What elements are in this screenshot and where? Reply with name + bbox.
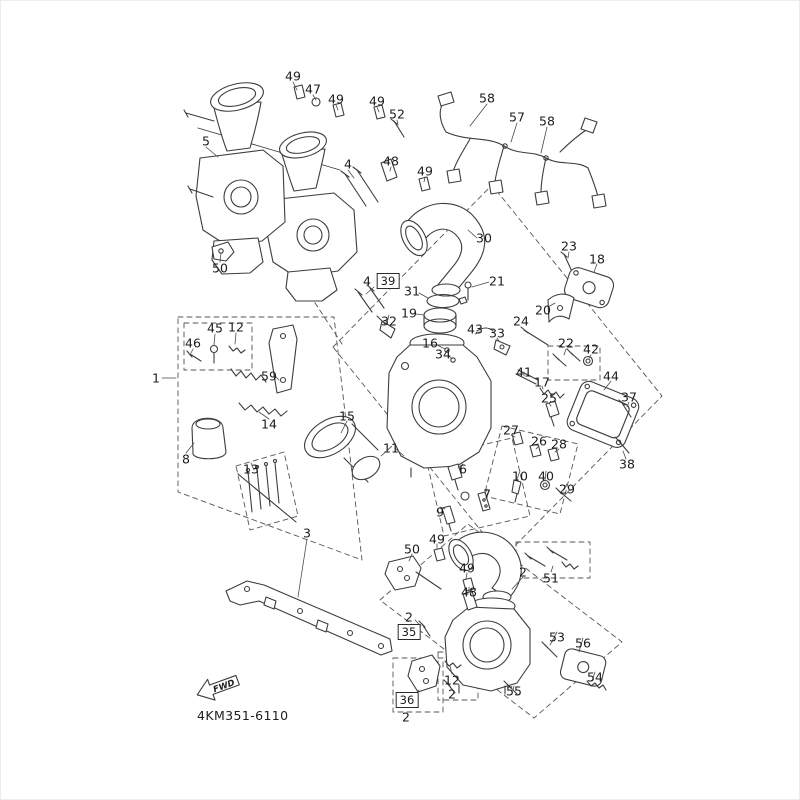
carburetor-assembly-top-left [183,82,431,313]
mounting-rail [225,580,393,656]
jet-parts [441,431,572,532]
fwd-arrow: FWD [196,674,240,701]
carburetor-body-middle [376,315,565,478]
part-code-label: 4KM351-6110 [197,708,289,723]
intake-joint-middle [400,202,486,334]
leader-lines [161,81,630,698]
diaphragm-group [186,324,381,523]
float-chamber [552,348,640,454]
wire-harness [437,91,607,209]
throttle-sensor [547,251,615,323]
carburetor-assembly-bottom [384,531,607,695]
fwd-label: FWD [212,678,236,695]
